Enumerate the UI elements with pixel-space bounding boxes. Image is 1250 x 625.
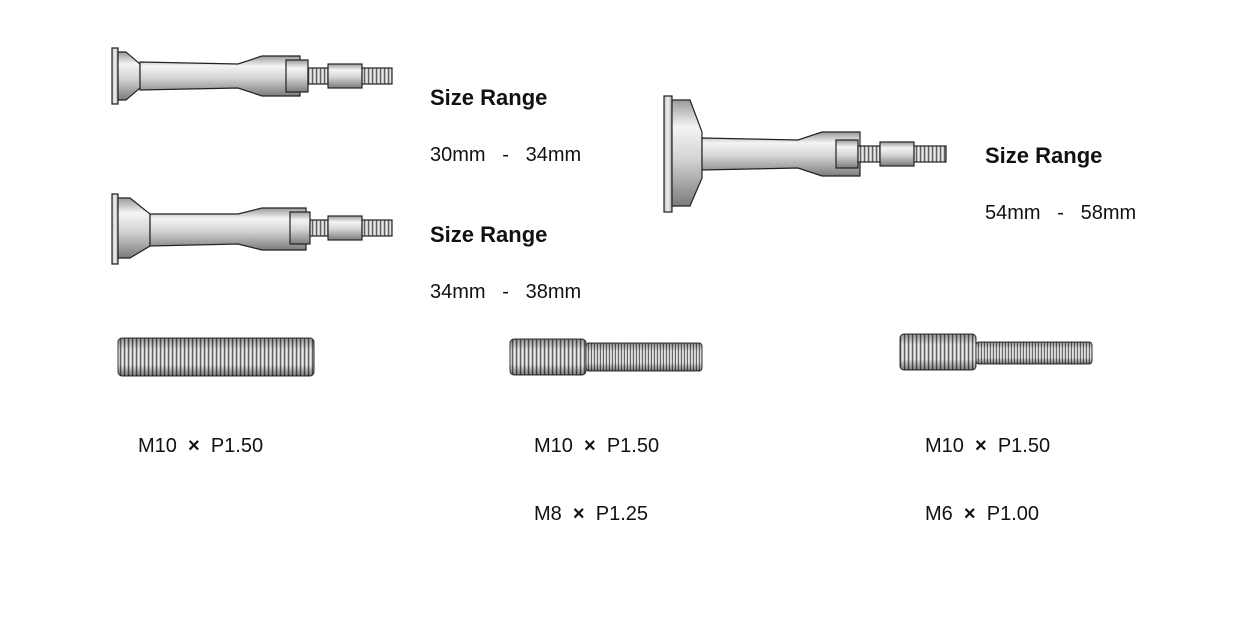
size-range-title: Size Range (985, 143, 1103, 168)
size-range-values: 30mm - 34mm (430, 144, 582, 166)
stud-spec-3: M10 × P1.50 M6 × P1.00 (925, 396, 1050, 544)
stud-spec-1: M10 × P1.50 (138, 396, 263, 476)
stud-m10-m6-image (899, 333, 1093, 371)
size-range-values: 34mm - 38mm (430, 281, 582, 303)
size-range-label-1: Size Range 30mm - 34mm (430, 55, 581, 181)
thread-spec-line: M10 × P1.50 (925, 435, 1051, 457)
puller-54-58-image (663, 95, 947, 213)
thread-spec-line: M6 × P1.00 (925, 503, 1039, 525)
size-range-title: Size Range (430, 85, 548, 110)
stud-spec-2: M10 × P1.50 M8 × P1.25 (534, 396, 659, 544)
puller-34-38-image (111, 193, 393, 265)
size-range-title: Size Range (430, 222, 548, 247)
thread-spec-line: M10 × P1.50 (534, 435, 660, 457)
puller-30-34-image (111, 47, 393, 105)
stud-m10-image (117, 337, 315, 377)
stud-m10-m8-image (509, 338, 703, 376)
size-range-label-3: Size Range 54mm - 58mm (985, 113, 1136, 239)
thread-spec-line: M8 × P1.25 (534, 503, 648, 525)
size-range-values: 54mm - 58mm (985, 202, 1137, 224)
thread-spec-line: M10 × P1.50 (138, 435, 264, 457)
size-range-label-2: Size Range 34mm - 38mm (430, 192, 581, 318)
